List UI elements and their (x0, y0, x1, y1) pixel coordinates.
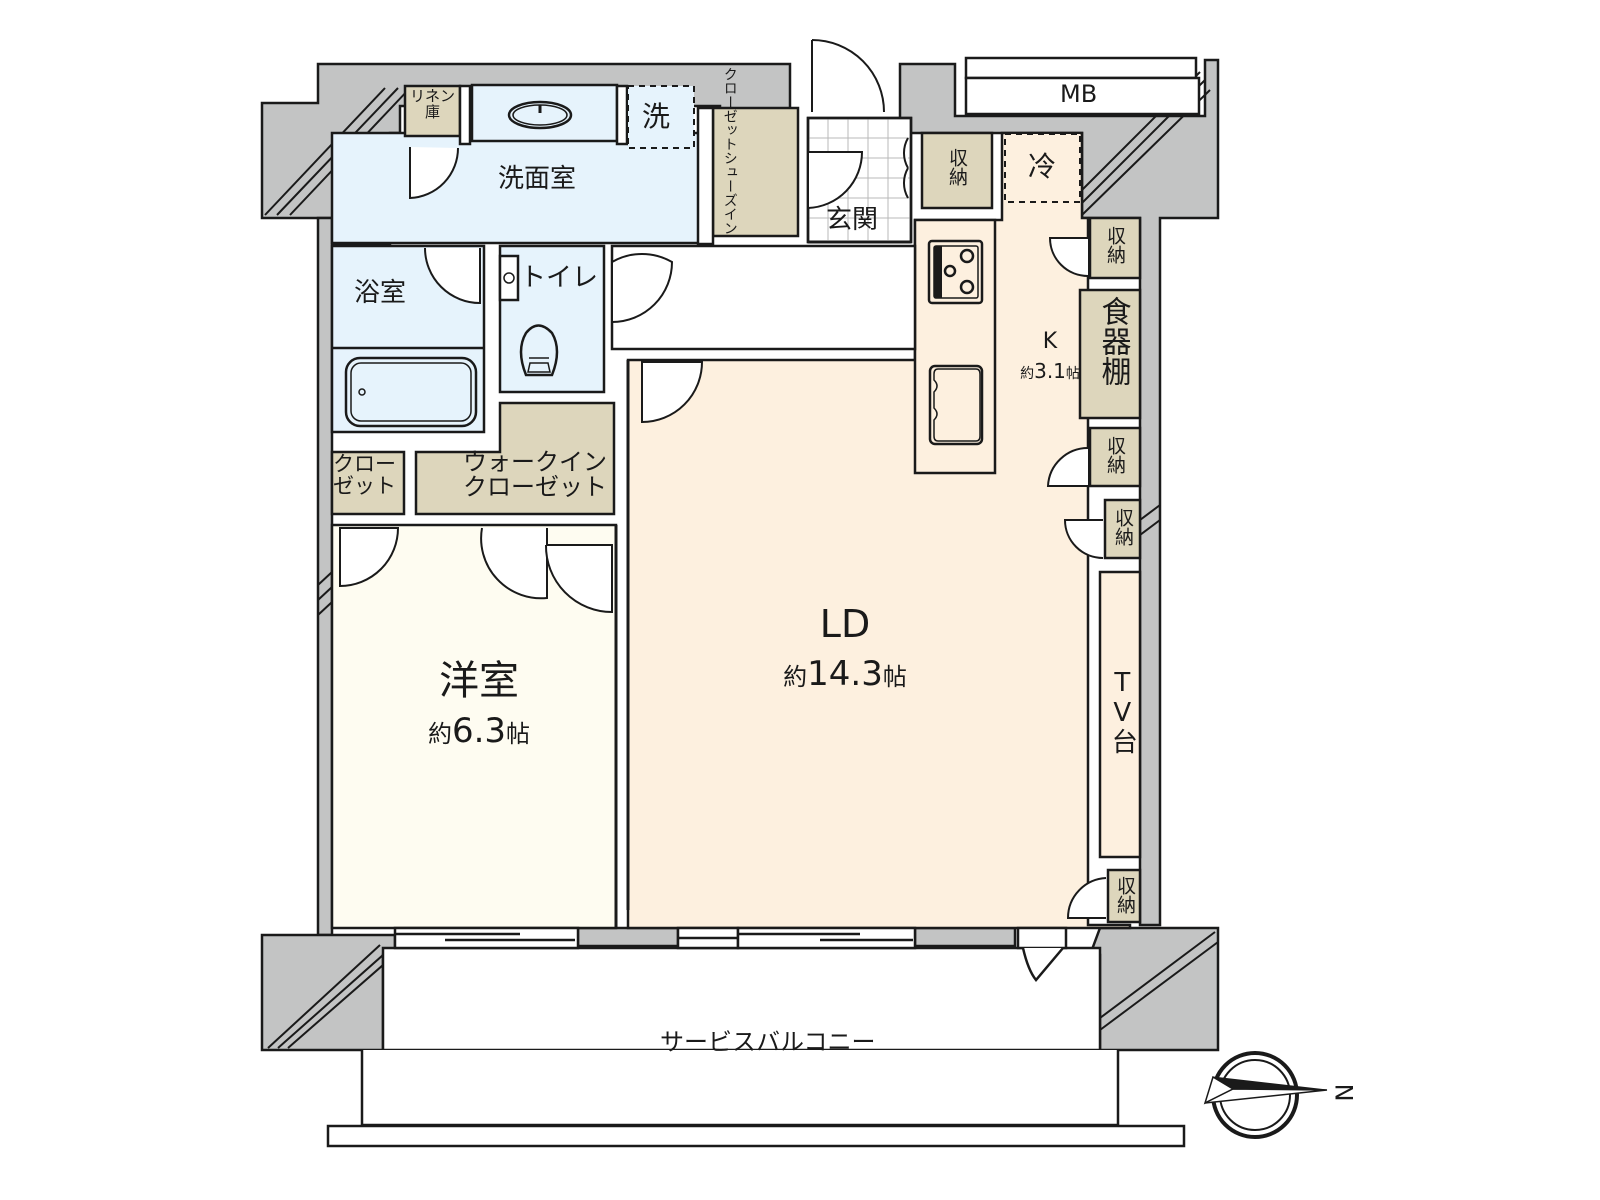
sink-icon (507, 100, 573, 130)
ld-storage-bottom (1106, 868, 1142, 924)
stove-icon (927, 239, 984, 305)
closet-line2: ゼット (333, 474, 396, 499)
balcony (381, 946, 1102, 1052)
wic-line2: クローゼット (463, 473, 607, 502)
windows (393, 926, 1068, 982)
washing-machine-label: 洗 (642, 100, 671, 133)
kitchen-storage-top (1088, 216, 1142, 280)
shoes-closet-line2: クローゼット (721, 67, 738, 151)
tv-stand (1098, 570, 1142, 859)
kitchen-area: 約3.1帖 (1020, 359, 1080, 384)
walk-in-closet-label: ウォークイン クローゼット (455, 448, 615, 502)
toilet-icon (519, 324, 559, 377)
kitchen-storage-top-label: 収納 (1103, 226, 1126, 264)
kitchen-label: K 約3.1帖 (1020, 330, 1080, 382)
entry-storage-label: 収納 (945, 148, 968, 186)
wic-line1: ウォークイン (463, 448, 607, 476)
entry-storage (920, 131, 994, 210)
washing-machine-space (627, 85, 695, 149)
compass-north-label: N (1329, 1083, 1358, 1102)
kitchen-storage-mid (1088, 426, 1142, 488)
tv-stand-label: TV台 (1107, 668, 1138, 754)
bathtub-icon (344, 356, 478, 428)
western-room-label: 洋室 約6.3帖 (384, 660, 574, 750)
closet-label: クロー ゼット (333, 453, 403, 497)
doors (339, 39, 1107, 919)
linen-line2: 庫 (424, 102, 440, 121)
balcony-label: サービスバルコニー (660, 1028, 876, 1056)
cupboard (1078, 288, 1142, 420)
balcony-railing (326, 1124, 1186, 1148)
shoes-closet-line1: シューズイン (721, 151, 738, 235)
ld-storage-bottom-label: 収納 (1113, 876, 1136, 914)
kitchen-storage-mid-label: 収納 (1103, 436, 1126, 474)
refrigerator-space (1004, 133, 1081, 203)
western-room-area: 約6.3帖 (427, 711, 531, 751)
kitchen-sink-icon (928, 364, 984, 446)
toilet-label: トイレ (520, 263, 599, 293)
kitchen-storage-low-label: 収納 (1111, 508, 1134, 546)
washroom-label: 洗面室 (498, 164, 577, 194)
compass-icon (1203, 1051, 1328, 1139)
kitchen-name: K (1042, 329, 1058, 354)
walk-in-closet (414, 401, 616, 516)
closet-line1: クロー (333, 452, 396, 476)
ld-area: 約14.3帖 (783, 653, 907, 694)
linen-line1: リネン (409, 87, 455, 105)
cupboard-label: 食器棚 (1095, 296, 1131, 386)
refrigerator-label: 冷 (1028, 150, 1057, 183)
shoes-in-closet-label: シューズイン クローゼット (721, 67, 738, 235)
meter-box (964, 56, 1198, 80)
bathroom-label: 浴室 (354, 278, 407, 308)
western-room-name: 洋室 (439, 658, 519, 704)
ld-label: LD 約14.3帖 (745, 602, 945, 694)
meter-box-label: MB (1060, 80, 1098, 108)
entrance-label: 玄関 (826, 205, 879, 235)
paper-holder-icon (503, 272, 515, 284)
closet (330, 450, 406, 516)
kitchen-storage-low (1103, 498, 1142, 560)
linen-storage-label: リネン 庫 (405, 87, 460, 121)
ld-name: LD (819, 602, 871, 646)
